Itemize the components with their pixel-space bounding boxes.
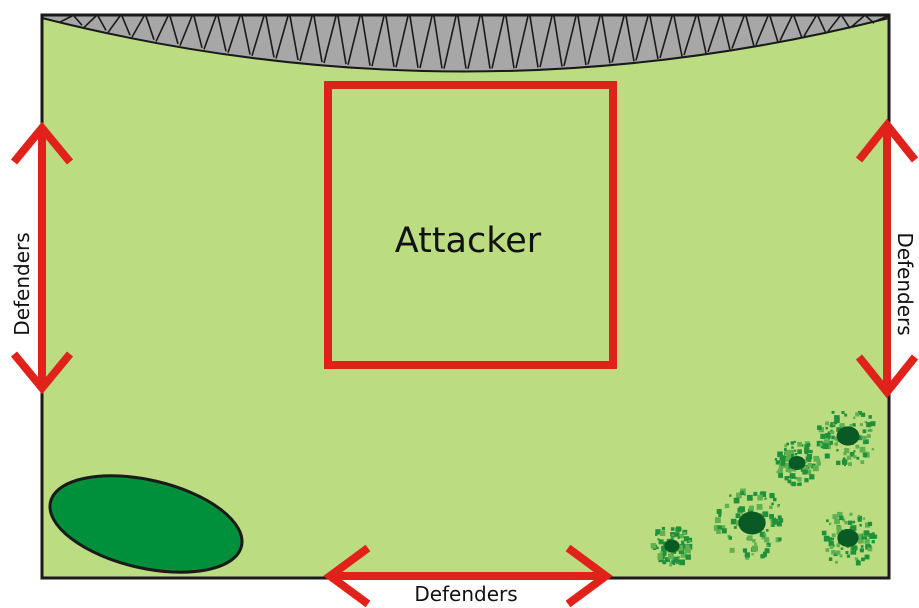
left-defenders-label: Defenders bbox=[10, 232, 34, 335]
attacker-label: Attacker bbox=[395, 221, 542, 261]
right-defenders-label: Defenders bbox=[893, 232, 917, 335]
bottom-defenders-label: Defenders bbox=[414, 582, 517, 606]
